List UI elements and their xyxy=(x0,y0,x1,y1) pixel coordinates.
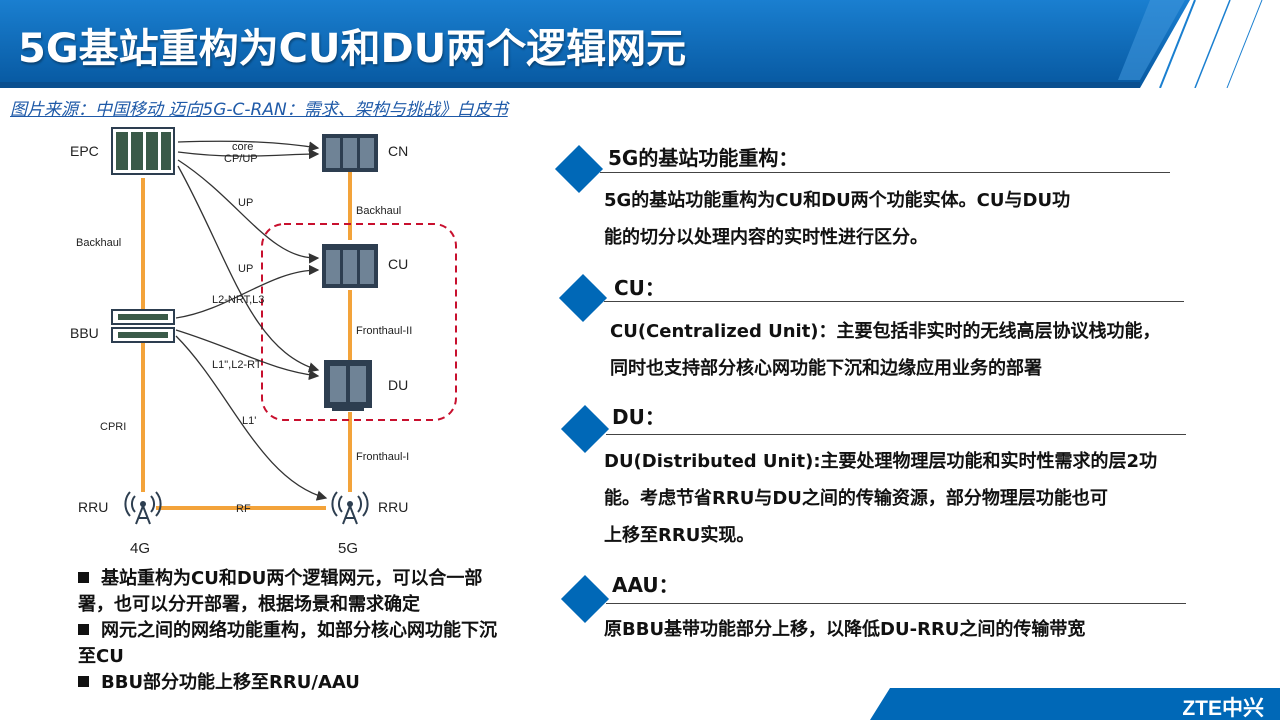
epc-label: EPC xyxy=(70,143,99,159)
section-line: DU(Distributed Unit):主要处理物理层功能和实时性需求的层2功 xyxy=(604,451,1158,472)
square-bullet-icon xyxy=(78,624,89,635)
up-link-label-2: UP xyxy=(238,263,253,275)
bbu-label: BBU xyxy=(70,325,99,341)
rf-label: RF xyxy=(236,503,251,515)
cpri-label: CPRI xyxy=(100,421,126,433)
section-divider xyxy=(600,172,1170,173)
section-line: 5G的基站功能重构为CU和DU两个功能实体。CU与DU功 xyxy=(604,190,1071,211)
cn-server-icon xyxy=(322,134,378,172)
section-divider xyxy=(604,301,1184,302)
generation-5g-label: 5G xyxy=(338,540,358,557)
square-bullet-icon xyxy=(78,676,89,687)
cu-label: CU xyxy=(388,256,408,272)
diamond-marker-icon xyxy=(554,144,604,194)
network-architecture-diagram: EPC CN CU BBU DU RRU xyxy=(70,127,457,557)
up-link-label-1: UP xyxy=(238,197,253,209)
diamond-marker-icon xyxy=(560,404,610,454)
diamond-marker-icon xyxy=(558,273,608,323)
bullet-item: BBU部分功能上移至RRU/AAU xyxy=(78,670,498,696)
header-banner: 5G基站重构为CU和DU两个逻辑网元 xyxy=(0,0,1280,88)
cu-du-boundary xyxy=(261,223,457,421)
rru-5g-antenna-icon xyxy=(331,491,369,525)
section-line: 同时也支持部分核心网功能下沉和边缘应用业务的部署 xyxy=(610,358,1042,379)
square-bullet-icon xyxy=(78,572,89,583)
fronthaul-ii-label: Fronthaul-II xyxy=(356,325,412,337)
cpup-link-label: CP/UP xyxy=(224,153,258,165)
bullet-item: 基站重构为CU和DU两个逻辑网元，可以合一部署，也可以分开部署，根据场景和需求确… xyxy=(78,566,498,618)
diamond-marker-icon xyxy=(560,574,610,624)
bullet-text: BBU部分功能上移至RRU/AAU xyxy=(101,672,360,693)
summary-bullet-list: 基站重构为CU和DU两个逻辑网元，可以合一部署，也可以分开部署，根据场景和需求确… xyxy=(78,566,498,696)
section-line: 原BBU基带功能部分上移，以降低DU-RRU之间的传输带宽 xyxy=(604,619,1086,640)
section-divider xyxy=(606,434,1186,435)
page-title: 5G基站重构为CU和DU两个逻辑网元 xyxy=(18,26,687,72)
l1prime-link-label: L1' xyxy=(242,415,256,427)
header-background xyxy=(0,0,1263,88)
section-line: 能。考虑节省RRU与DU之间的传输资源，部分物理层功能也可 xyxy=(604,488,1108,509)
cn-label: CN xyxy=(388,143,408,159)
footer-band xyxy=(870,688,1280,720)
section-body-restructure: 5G的基站功能重构为CU和DU两个功能实体。CU与DU功 能的切分以处理内容的实… xyxy=(604,182,1070,256)
rru-4g-antenna-icon xyxy=(124,491,162,525)
section-body-du: DU(Distributed Unit):主要处理物理层功能和实时性需求的层2功… xyxy=(604,443,1157,554)
core-link-label: core xyxy=(232,141,253,153)
section-line: 上移至RRU实现。 xyxy=(604,525,755,546)
epc-equipment-icon xyxy=(111,127,175,175)
du-server-icon xyxy=(324,360,372,411)
rru-5g-label: RRU xyxy=(378,499,408,515)
section-title-aau: AAU： xyxy=(612,573,679,597)
section-title-restructure: 5G的基站功能重构： xyxy=(608,146,799,170)
cu-server-icon xyxy=(322,244,378,288)
generation-4g-label: 4G xyxy=(130,540,150,557)
bullet-text: 网元之间的网络功能重构，如部分核心网功能下沉至CU xyxy=(78,620,497,667)
du-label: DU xyxy=(388,377,408,393)
section-divider xyxy=(606,603,1186,604)
l2nrt-link-label: L2-NRT,L3 xyxy=(212,294,264,306)
section-body-cu: CU(Centralized Unit)：主要包括非实时的无线高层协议栈功能， … xyxy=(610,313,1161,387)
section-body-aau: 原BBU基带功能部分上移，以降低DU-RRU之间的传输带宽 xyxy=(604,611,1085,648)
image-source-link[interactable]: 图片来源：中国移动 迈向5G-C-RAN：需求、架构与挑战》白皮书 xyxy=(10,100,508,120)
bbu-equipment-icon xyxy=(111,309,175,343)
section-title-du: DU： xyxy=(612,405,665,429)
backhaul-right-label: Backhaul xyxy=(356,205,401,217)
section-title-cu: CU： xyxy=(614,276,665,300)
rru-4g-label: RRU xyxy=(78,499,108,515)
fronthaul-i-label: Fronthaul-I xyxy=(356,451,409,463)
section-line: 能的切分以处理内容的实时性进行区分。 xyxy=(604,227,928,248)
bullet-text: 基站重构为CU和DU两个逻辑网元，可以合一部署，也可以分开部署，根据场景和需求确… xyxy=(78,568,483,615)
l1l2rt-link-label: L1",L2-RT xyxy=(212,359,262,371)
backhaul-left-label: Backhaul xyxy=(76,237,121,249)
section-line: CU(Centralized Unit)：主要包括非实时的无线高层协议栈功能， xyxy=(610,321,1161,342)
bullet-item: 网元之间的网络功能重构，如部分核心网功能下沉至CU xyxy=(78,618,498,670)
zte-logo: ZTE中兴 xyxy=(1182,697,1264,720)
